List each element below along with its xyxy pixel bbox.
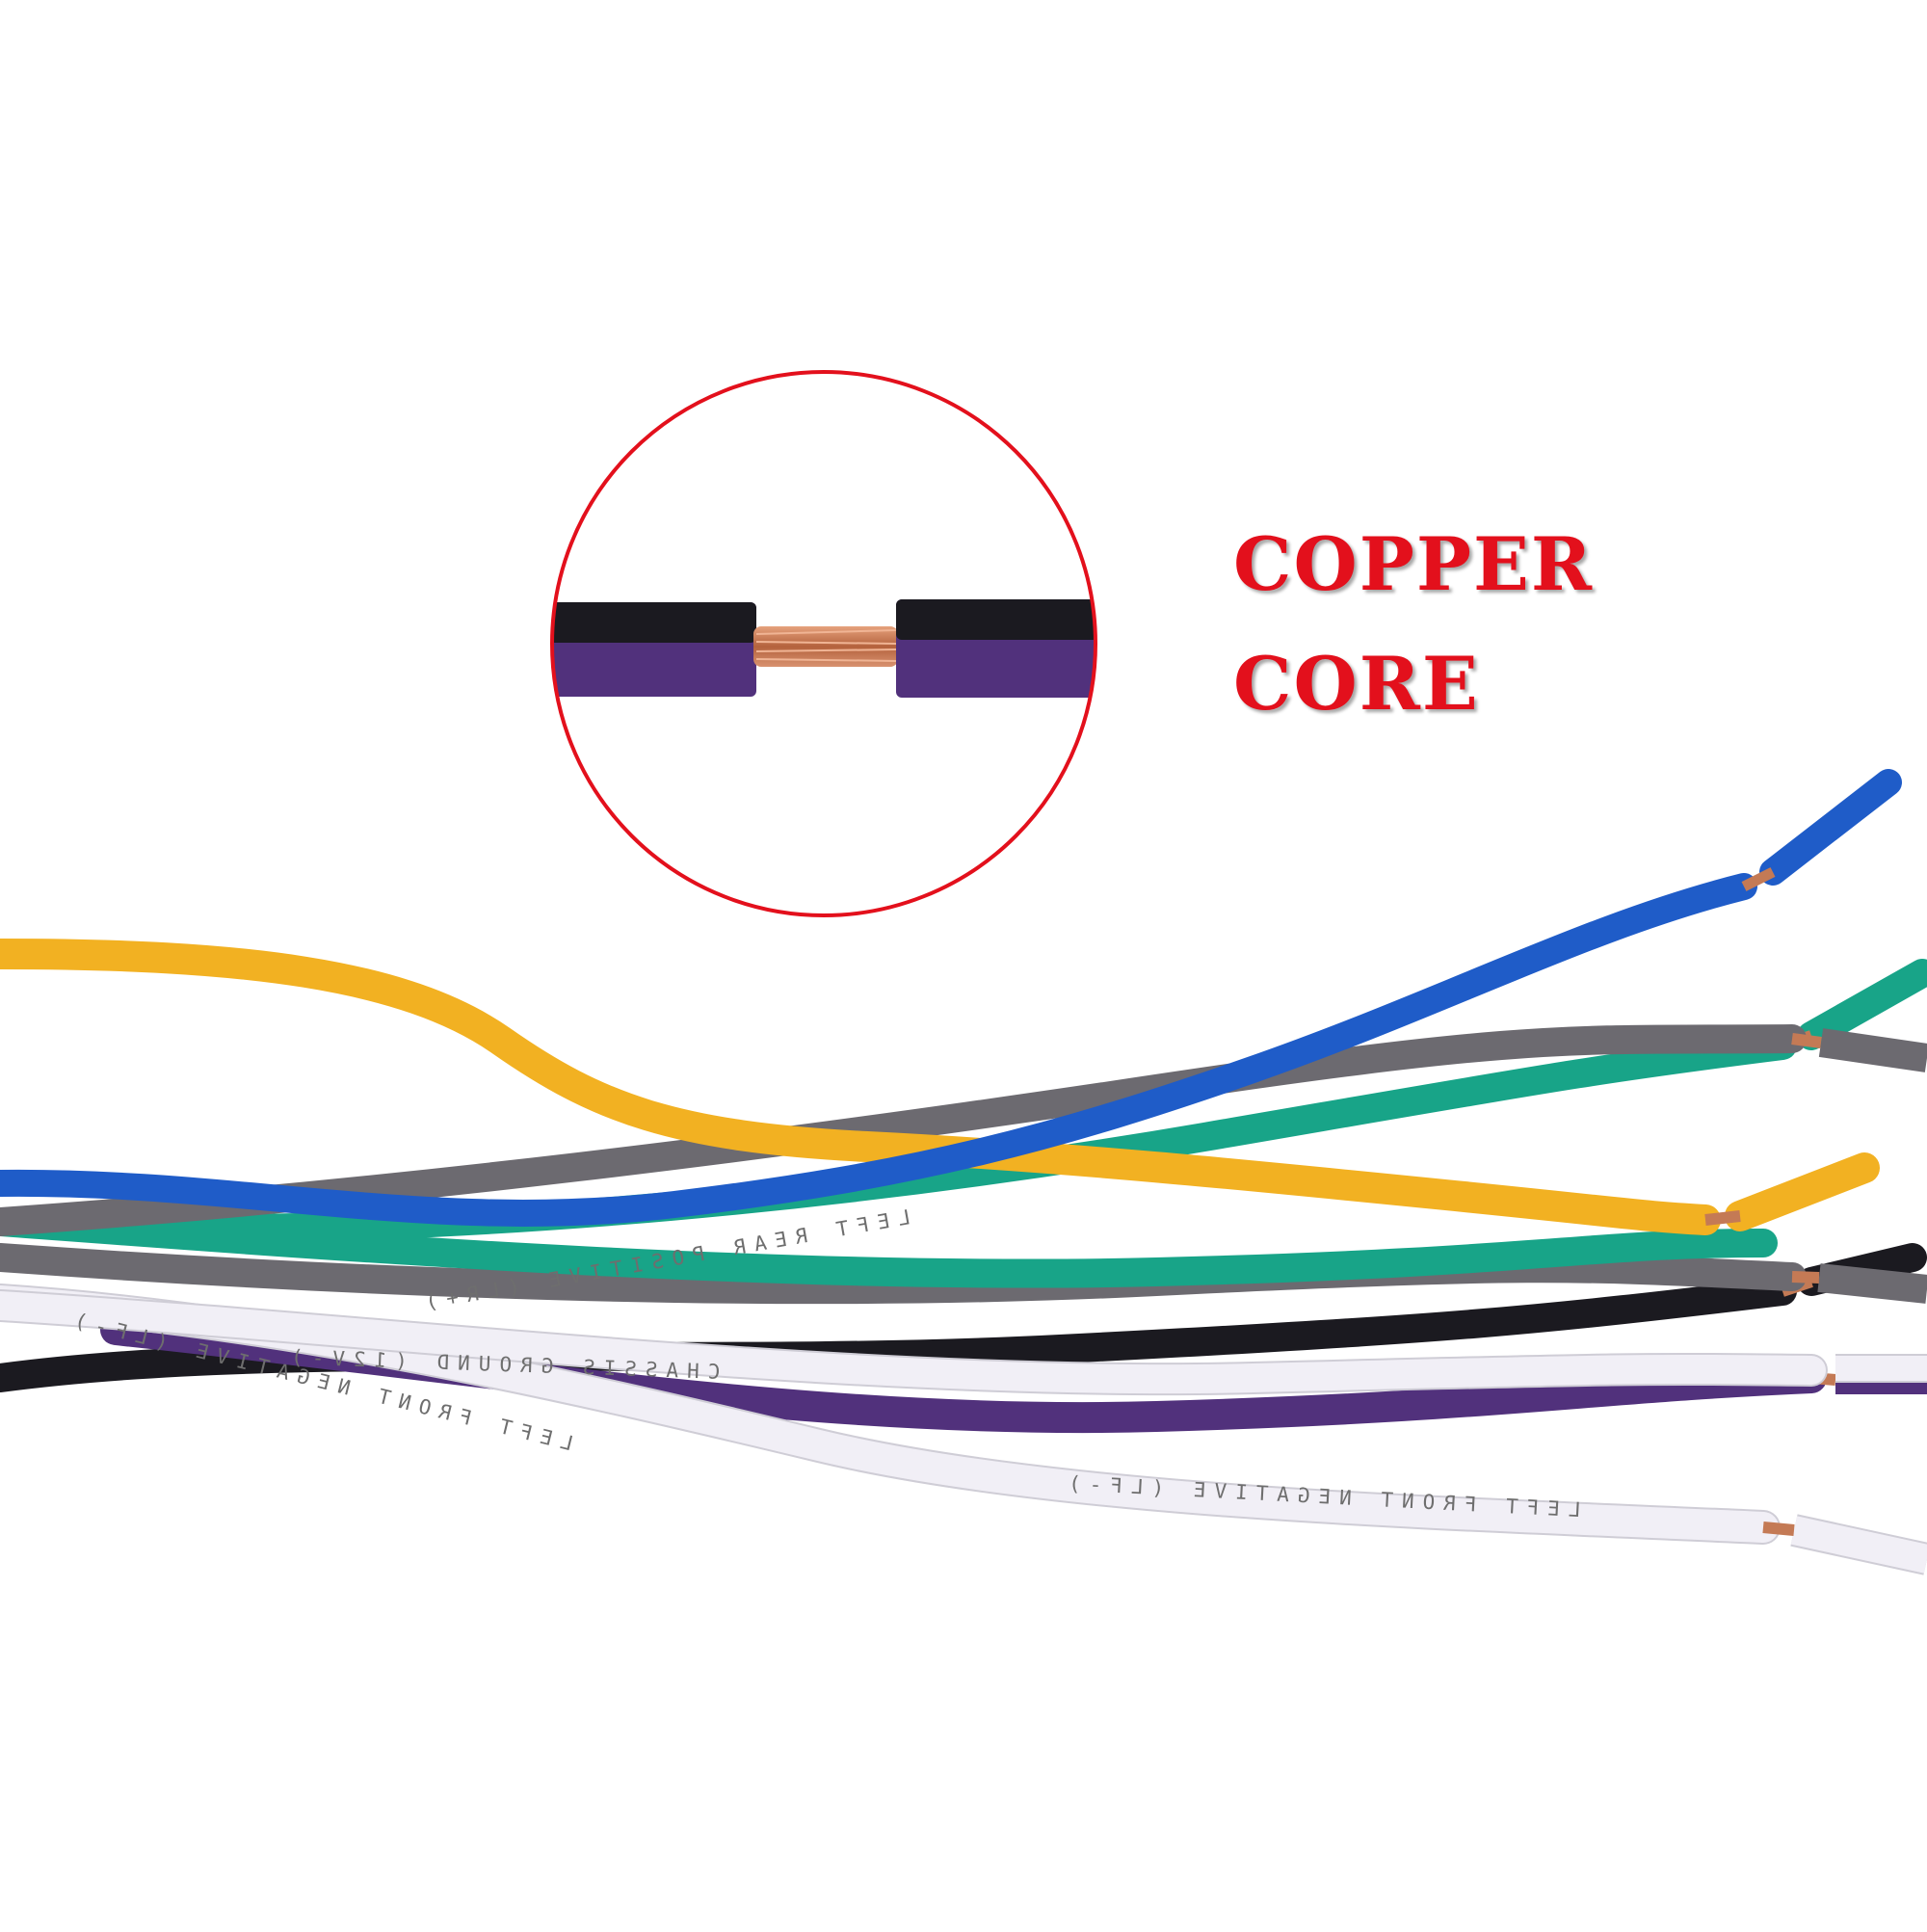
- zoom-left-insulation: [552, 602, 756, 697]
- copper-heading: COPPER: [1233, 521, 1595, 607]
- core-heading: CORE: [1233, 641, 1480, 727]
- zoom-ring: [550, 370, 1097, 917]
- white-wire-mid: [0, 1289, 1927, 1396]
- zoom-right-insulation: [896, 599, 1095, 698]
- zoom-copper-strands: [753, 626, 898, 667]
- blue-wire: [0, 769, 1902, 1227]
- wire-bundle: LEFT REAR POSITIVE (LR+) LEFT FRONT NEGA…: [0, 769, 1927, 1575]
- yellow-wire: [0, 939, 1880, 1235]
- copper-core-zoom-circle: [550, 370, 1097, 917]
